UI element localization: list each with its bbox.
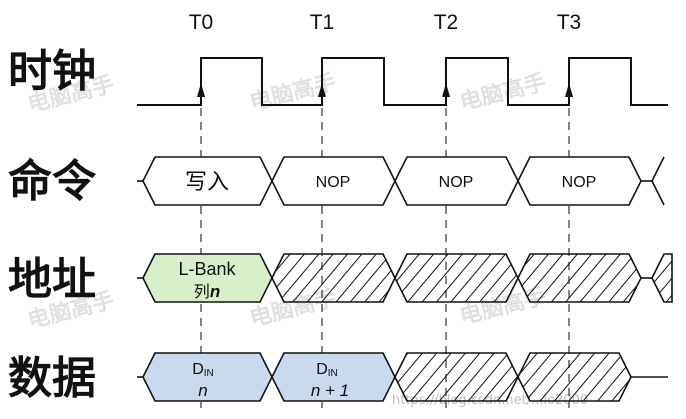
address-cell-dontcare bbox=[394, 253, 519, 303]
watermark-text: 电脑高手 bbox=[247, 69, 339, 116]
data-din-letter: D bbox=[316, 361, 328, 378]
address-lbank-label: L-Bank bbox=[178, 259, 236, 279]
command-nop-label: NOP bbox=[439, 174, 474, 191]
data-din-label: DIN bbox=[316, 361, 338, 379]
address-cell-dontcare bbox=[651, 253, 673, 303]
row-label-data: 数据 bbox=[8, 353, 96, 404]
data-din-value: n bbox=[198, 381, 207, 400]
data-din-value: n + 1 bbox=[311, 381, 349, 400]
row-label-clock: 时钟 bbox=[8, 46, 96, 97]
rising-edge-arrow-icon bbox=[318, 83, 326, 97]
command-bus bbox=[137, 156, 665, 206]
row-label-command: 命令 bbox=[8, 156, 97, 207]
clock-edge-arrows bbox=[197, 83, 573, 97]
command-write-label: 写入 bbox=[185, 170, 229, 195]
rising-edge-arrow-icon bbox=[442, 83, 450, 97]
command-nop-label: NOP bbox=[562, 174, 597, 191]
data-bus bbox=[137, 352, 668, 402]
time-label-t1: T1 bbox=[310, 11, 335, 34]
row-labels: 时钟 命令 地址 数据 bbox=[8, 46, 97, 404]
address-column-var: n bbox=[210, 282, 220, 301]
time-labels: T0 T1 T2 T3 bbox=[189, 11, 582, 34]
data-din-letter: D bbox=[192, 361, 204, 378]
watermark-text: 电脑高手 bbox=[457, 69, 549, 116]
row-label-address: 地址 bbox=[8, 254, 96, 305]
address-cell-dontcare bbox=[517, 253, 642, 303]
time-label-t3: T3 bbox=[557, 11, 582, 34]
address-bus bbox=[137, 253, 673, 303]
rising-edge-arrow-icon bbox=[197, 83, 205, 97]
address-column-prefix: 列 bbox=[194, 283, 210, 301]
data-din-subscript: IN bbox=[328, 368, 338, 379]
rising-edge-arrow-icon bbox=[565, 83, 573, 97]
data-din-subscript: IN bbox=[204, 368, 214, 379]
clock-waveform bbox=[137, 57, 668, 106]
time-label-t2: T2 bbox=[434, 11, 459, 34]
address-cell-dontcare bbox=[271, 253, 396, 303]
address-column-label: 列n bbox=[194, 282, 220, 301]
time-label-t0: T0 bbox=[189, 11, 214, 34]
data-din-label: DIN bbox=[192, 361, 214, 379]
data-cell-dontcare bbox=[517, 352, 632, 402]
data-cell-dontcare bbox=[394, 352, 519, 402]
command-nop-label: NOP bbox=[316, 174, 351, 191]
